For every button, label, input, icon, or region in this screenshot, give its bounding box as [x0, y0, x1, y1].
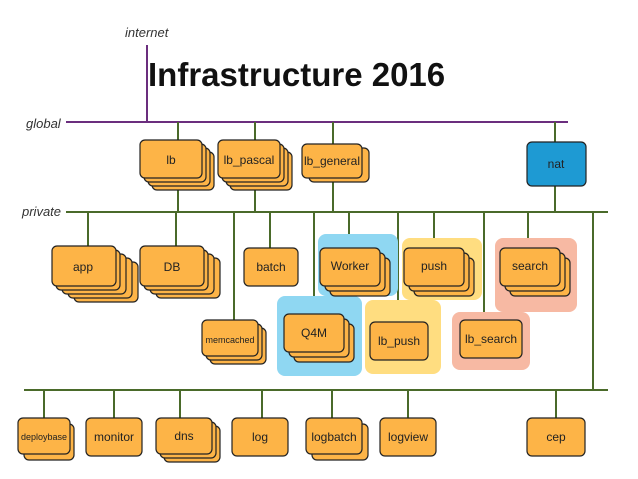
node-label: lb_search: [465, 332, 517, 346]
node-db[interactable]: DB: [139, 245, 221, 299]
node-monitor[interactable]: monitor: [85, 417, 143, 457]
node-label: batch: [256, 260, 285, 274]
global-label: global: [26, 116, 62, 131]
node-log[interactable]: log: [231, 417, 289, 457]
node-label: Worker: [331, 259, 369, 273]
node-label: lb_pascal: [224, 153, 275, 167]
node-logbatch[interactable]: logbatch: [305, 417, 369, 461]
node-label: lb_push: [378, 334, 420, 348]
node-label: app: [73, 260, 93, 274]
node-push[interactable]: push: [403, 247, 475, 297]
node-label: search: [512, 259, 548, 273]
node-label: lb_general: [304, 154, 360, 168]
node-label: logbatch: [311, 430, 356, 444]
node-label: memcached: [205, 335, 254, 345]
node-batch[interactable]: batch: [243, 247, 299, 287]
node-label: push: [421, 259, 447, 273]
node-logview[interactable]: logview: [379, 417, 437, 457]
node-label: deploybase: [21, 432, 67, 442]
node-label: monitor: [94, 430, 134, 444]
page-title: Infrastructure 2016: [148, 56, 445, 93]
node-label: nat: [548, 157, 565, 171]
node-nat[interactable]: nat: [526, 141, 587, 187]
node-lb-push[interactable]: lb_push: [369, 321, 429, 361]
node-label: DB: [164, 260, 181, 274]
node-deploybase[interactable]: deploybase: [17, 417, 75, 461]
node-lb-pascal[interactable]: lb_pascal: [217, 139, 293, 191]
internet-label: internet: [125, 25, 170, 40]
node-dns[interactable]: dns: [155, 417, 221, 463]
node-app[interactable]: app: [51, 245, 139, 303]
node-q4m[interactable]: Q4M: [283, 313, 355, 363]
node-memcached[interactable]: memcached: [201, 319, 267, 365]
lower-drops: [43, 390, 557, 420]
node-label: log: [252, 430, 268, 444]
node-lb-search[interactable]: lb_search: [459, 319, 523, 359]
node-lb[interactable]: lb: [139, 139, 215, 191]
node-label: cep: [546, 430, 566, 444]
node-label: lb: [166, 153, 176, 167]
node-cep[interactable]: cep: [526, 417, 586, 457]
node-search[interactable]: search: [499, 247, 571, 297]
node-label: dns: [174, 429, 193, 443]
private-label: private: [21, 204, 61, 219]
node-lb-general[interactable]: lb_general: [301, 143, 370, 183]
node-worker[interactable]: Worker: [319, 247, 391, 297]
node-label: Q4M: [301, 326, 327, 340]
node-label: logview: [388, 430, 428, 444]
